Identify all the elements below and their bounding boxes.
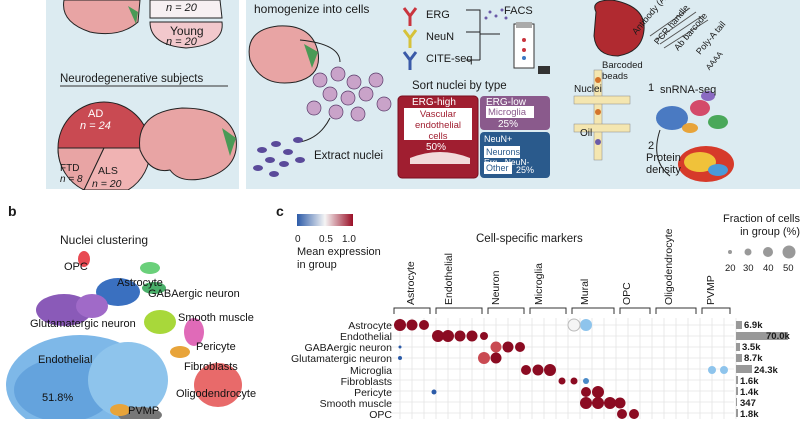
step2: 2	[648, 140, 655, 152]
protein-label: Protein density	[646, 152, 681, 176]
step1: 1	[648, 82, 655, 94]
barcoded-label: Barcoded beads	[602, 60, 643, 82]
young-label: Young	[170, 24, 204, 38]
dotplot	[390, 307, 788, 419]
citeseq-label: CITE-seq	[426, 53, 473, 65]
neun-plus: NeuN+	[484, 134, 513, 144]
pct50: 50%	[426, 142, 447, 153]
erg-label: ERG	[426, 9, 450, 21]
homogenize-label: homogenize into cells	[254, 2, 370, 16]
facs-label: FACS	[504, 5, 533, 17]
cluster-pericyte: Pericyte	[196, 341, 236, 353]
extract-label: Extract nuclei	[314, 150, 384, 162]
marker-oligodendrocyte: Oligodendrocyte	[663, 228, 675, 305]
als-label: ALS	[98, 165, 118, 177]
celltype-labels: Astrocyte Endothelial GABAergic neuron G…	[270, 318, 392, 421]
row-astrocyte: Astrocyte	[348, 320, 392, 332]
clustering-title: Nuclei clustering	[60, 233, 149, 247]
colorbar	[297, 214, 353, 226]
row-endothelial: Endothelial	[340, 331, 392, 343]
count-opc: 1.8k	[740, 409, 759, 420]
cbar-tick-1: 1.0	[342, 234, 356, 245]
markers-title: Cell-specific markers	[476, 233, 583, 245]
neun-label: NeuN	[426, 31, 455, 43]
size-tick-40: 40	[763, 263, 774, 274]
other-label: Other	[486, 163, 509, 173]
neuro-title: Neurodegenerative subjects	[60, 73, 204, 85]
young-n: n = 20	[166, 36, 197, 48]
count-glutamatergic: 8.7k	[744, 353, 763, 364]
count-astrocyte: 6.9k	[744, 320, 763, 331]
cluster-pvmp: PVMP	[128, 405, 160, 417]
row-fibroblasts: Fibroblasts	[340, 376, 392, 388]
cluster-endothelial: Endothelial	[38, 354, 93, 366]
row-microglia: Microglia	[349, 365, 392, 377]
cbar-tick-05: 0.5	[319, 234, 333, 245]
cluster-glutamatergic: Glutamatergic neuron	[30, 318, 136, 330]
count-microglia: 24.3k	[754, 365, 778, 376]
als-n: n = 20	[92, 178, 122, 190]
marker-microglia: Microglia	[533, 262, 545, 305]
row-smooth-muscle: Smooth muscle	[319, 398, 392, 410]
row-gabaergic: GABAergic neuron	[304, 342, 392, 354]
erg-neun: Erg-, NeuN-	[484, 157, 530, 167]
erg-low: ERG-low	[486, 97, 527, 108]
ad-n: n = 24	[80, 120, 111, 132]
pct25b: 25%	[516, 165, 535, 175]
erg-high: ERG-high	[412, 97, 456, 108]
vascular-label: Vascular endothelial cells	[415, 109, 461, 142]
cluster-astrocyte: Astrocyte	[117, 277, 163, 289]
colorbar-title: Mean expression in group	[297, 246, 381, 271]
sort-title: Sort nuclei by type	[412, 80, 507, 92]
count-fibroblasts: 1.6k	[740, 376, 759, 387]
dots	[394, 318, 728, 419]
oil-label: Oil	[580, 128, 593, 139]
row-opc: OPC	[369, 409, 392, 421]
microglia-label: Microglia	[488, 107, 527, 118]
marker-endothelial: Endothelial	[443, 253, 455, 305]
panel-a-graphics	[57, 0, 734, 190]
size-tick-50: 50	[783, 263, 794, 274]
snrna-label: snRNA-seq	[660, 84, 717, 96]
marker-astrocyte: Astrocyte	[405, 261, 417, 305]
size-tick-30: 30	[743, 263, 754, 274]
endothelial-percent: 51.8%	[42, 392, 74, 404]
count-smooth-muscle: 347	[740, 398, 756, 409]
pct25a: 25%	[498, 119, 519, 130]
row-glutamatergic: Glutamatergic neuron	[291, 353, 392, 365]
size-legend	[728, 245, 796, 259]
count-endothelial: 70.0k	[766, 331, 790, 342]
ad-label: AD	[88, 108, 104, 120]
row-pericyte: Pericyte	[354, 387, 392, 399]
count-pericyte: 1.4k	[740, 387, 759, 398]
cbar-tick-0: 0	[295, 234, 301, 245]
size-tick-20: 20	[725, 263, 736, 274]
ftd-label: FTD	[60, 163, 80, 174]
count-gabaergic: 3.5k	[742, 342, 761, 353]
ftd-n: n = 8	[60, 174, 83, 185]
size-legend-title: Fraction of cells in group (%)	[722, 213, 800, 238]
cluster-oligodendrocyte: Oligodendrocyte	[176, 388, 257, 400]
cluster-opc: OPC	[64, 261, 88, 273]
panel-c-label: c	[276, 203, 284, 219]
cluster-smooth-muscle: Smooth muscle	[178, 312, 254, 324]
nuclei-label: Nuclei	[574, 84, 602, 95]
neurons-label: Neurons	[486, 147, 521, 157]
cluster-fibroblasts: Fibroblasts	[184, 361, 238, 373]
umap-plot	[6, 251, 242, 419]
young-n-top: n = 20	[166, 2, 197, 14]
cluster-gabaergic: GABAergic neuron	[148, 288, 240, 300]
panel-b-label: b	[8, 203, 17, 219]
